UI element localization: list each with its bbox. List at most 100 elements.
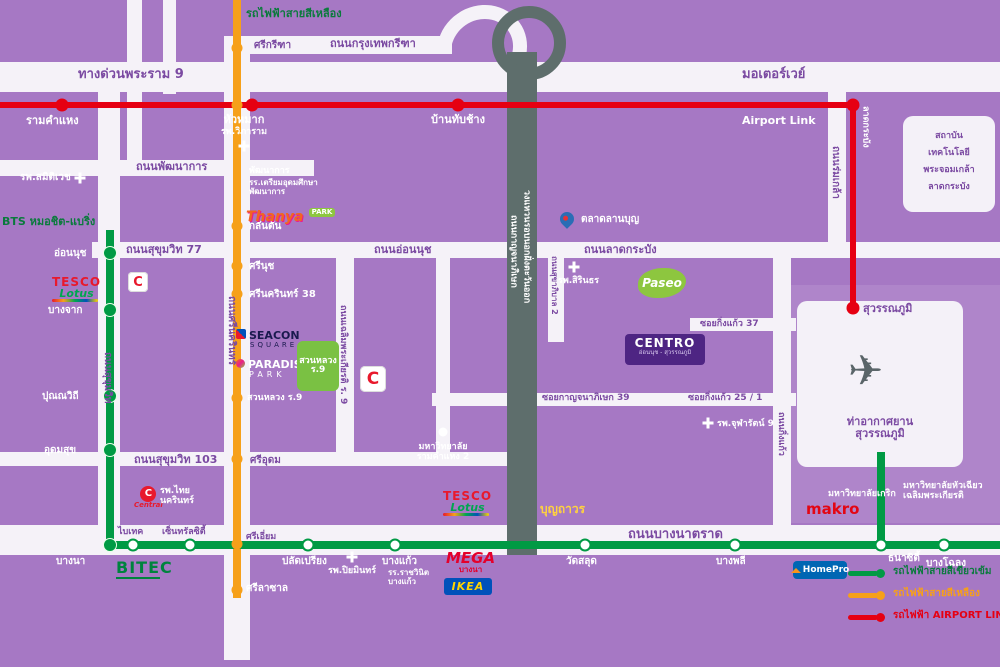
label-samitivej-hospital: รพ.สมิติเวช [20, 172, 71, 183]
station-dot-onnut [103, 246, 117, 260]
hospital-cross-icon-sirinthorn [568, 261, 580, 273]
road-label-motorway: มอเตอร์เวย์ [742, 67, 806, 82]
paseo-logo-text: Paseo [642, 276, 682, 290]
label-sirinthorn-hospital: รพ.สิรินธร [558, 276, 599, 286]
station-dot-kalantan [231, 220, 243, 232]
plane-icon: ✈ [848, 346, 884, 395]
hospital-cross-icon-piyamin [346, 551, 358, 563]
paradise-icon [236, 359, 245, 368]
label-thainakarin-line1: รพ.ไทย [160, 486, 190, 496]
suvarnabhumi-airport-box [797, 301, 963, 467]
central-logo-text: Central [134, 501, 163, 509]
seacon-logo-text: SEACON [249, 329, 300, 342]
ram2-line1: มหาวิทยาลัย [418, 442, 468, 452]
central-logo: C Central [134, 486, 163, 509]
station-label-paladpriang: ปลัดเปรียง [282, 556, 327, 567]
road-label-onnut: ถนนอ่อนนุช [374, 243, 432, 256]
legend-green-line-icon [848, 569, 885, 578]
station-label-srinakarin38: ศรีนครินทร์ 38 [249, 289, 316, 300]
kmitl-line-4: ลาดกระบัง [928, 182, 970, 192]
station-dot-srilasalle [231, 584, 243, 596]
station-label-suanluang: สวนหลวง ร.9 [247, 393, 303, 403]
road-chalermprakiat-vertical [336, 250, 354, 462]
station-dot-bangphli [728, 538, 742, 552]
lotus-text-2: Lotus [450, 501, 485, 514]
bitec-logo-text: BITEC [116, 558, 173, 577]
paradise-park-logo: PARADISE PARK [236, 355, 309, 379]
hospital-cross-icon-samitivej [74, 172, 86, 184]
bigc-letter-1: C [133, 274, 143, 290]
homepro-logo-text: HomePro [802, 564, 850, 575]
station-label-banthapchang: บ้านทับช้าง [431, 113, 485, 126]
fuel-drop-icon [557, 209, 577, 229]
airport-link-line-horizontal [0, 102, 856, 108]
suanluang-park-line2: ร.9 [310, 365, 326, 375]
makro-logo: makro [806, 500, 860, 518]
label-ratwinit-line1: รร.ราชวินิต [388, 568, 430, 577]
station-label-suvarnabhumi: สุวรรณภูมิ [863, 302, 913, 315]
road-bangna-trat [0, 525, 1000, 555]
lotus-stripe-1 [52, 299, 98, 302]
ikea-logo-text: IKEA [451, 580, 485, 593]
station-label-sriudom: ศรีอุดม [250, 455, 281, 466]
ram2-line2: รามคำแหง 2 [416, 452, 470, 463]
ring-road-loop [492, 6, 566, 80]
seacon-icon [236, 329, 246, 339]
label-huachiew-line1: มหาวิทยาลัยหัวเฉียว [903, 481, 983, 491]
road-label-romklao: ถนนร่มเกล้า [830, 146, 841, 199]
station-dot-paladpriang [301, 538, 315, 552]
label-ram2-university: มหาวิทยาลัย รามคำแหง 2 [417, 442, 469, 463]
thanya-park-logo: Thanya PARK [246, 208, 336, 224]
lotus-text-1: Lotus [59, 287, 94, 300]
seacon-logo: SEACON SQUARE [236, 326, 300, 349]
station-label-bangna: บางนา [56, 556, 86, 567]
road-sukhumvit103 [0, 452, 514, 466]
station-label-onnut: อ่อนนุช [54, 248, 87, 259]
station-dot-banthapchang [451, 98, 465, 112]
kmitl-label: สถาบัน เทคโนโลยี พระจอมเกล้า ลาดกระบัง [923, 128, 974, 196]
station-label-kalantan: กลันตัน [249, 221, 282, 232]
airport-link-line-vertical [850, 102, 856, 312]
road-label-chalermprakiat: ถนนเฉลิมพระเกียรติ ร. 9 [337, 305, 348, 405]
station-label-srikreetha: ศรีกรีฑา [254, 40, 292, 51]
label-triamudom-line1: รร.เตรียมอุดมศึกษา [249, 178, 318, 187]
mega-logo-sub: บางนา [458, 565, 483, 574]
road-grid-1 [127, 0, 142, 162]
station-dot-huamak-yellow [231, 99, 243, 111]
road-kingkaew-vertical [773, 250, 791, 535]
station-dot-bitec [126, 538, 140, 552]
road-label-kingkaew: ถนนกิ่งแก้ว [775, 412, 786, 456]
station-label-huamak: หัวหมาก [223, 113, 265, 126]
suanluang-park-box: สวนหลวง ร.9 [297, 341, 339, 391]
lotus-stripe-2 [443, 513, 489, 516]
bts-line-label: BTS หมอชิต-แบริ่ง [2, 215, 96, 228]
station-label-punnawithi: ปุณณวิถี [42, 391, 79, 402]
bigc-letter-2: C [366, 368, 380, 389]
legend-green-label: รถไฟฟ้าสายสีเขียวเข้ม [893, 566, 992, 577]
station-dot-suvarnabhumi [846, 301, 860, 315]
centro-logo-sub: อ่อนนุช - สุวรรณภูมิ [638, 349, 692, 356]
station-dot-ladkrabang [846, 98, 860, 112]
ring-road-band [507, 52, 537, 555]
station-label-srieiam: ศรีเอี่ยม [246, 532, 277, 542]
label-triamudom-line2: พัฒนาการ [249, 187, 286, 196]
legend-yellow-line-icon [848, 591, 885, 600]
station-label-ramkhamhaeng: รามคำแหง [26, 114, 79, 127]
legend-red-label: รถไฟฟ้า AIRPORT LINK [893, 610, 1000, 621]
road-label-krungthep-kreetha: ถนนกรุงเทพกรีฑา [330, 37, 416, 50]
legend-red-line-icon [848, 613, 885, 622]
suanluang-park-line1: สวนหลวง [299, 356, 337, 366]
tesco-text-1: TESCO [52, 275, 102, 289]
road-label-bangna-trat: ถนนบางนาตราด [628, 527, 723, 542]
hospital-cross-icon-viparam [238, 140, 250, 152]
seacon-logo-sub: SQUARE [250, 341, 298, 349]
label-huachiew-line2: เฉลิมพระเกียรติ [903, 491, 964, 501]
homepro-roof-icon [790, 567, 801, 573]
label-chularat-hospital: รพ.จุฬารัตน์ 9 [717, 419, 774, 429]
mega-logo-text: MEGA [446, 549, 496, 567]
station-label-bitec: ไบเทค [118, 527, 144, 537]
road-krungthep-kreetha [228, 36, 452, 54]
road-sukhaphiban2-vertical [548, 250, 564, 342]
label-boonthavorn: บุญถาวร [540, 502, 586, 516]
